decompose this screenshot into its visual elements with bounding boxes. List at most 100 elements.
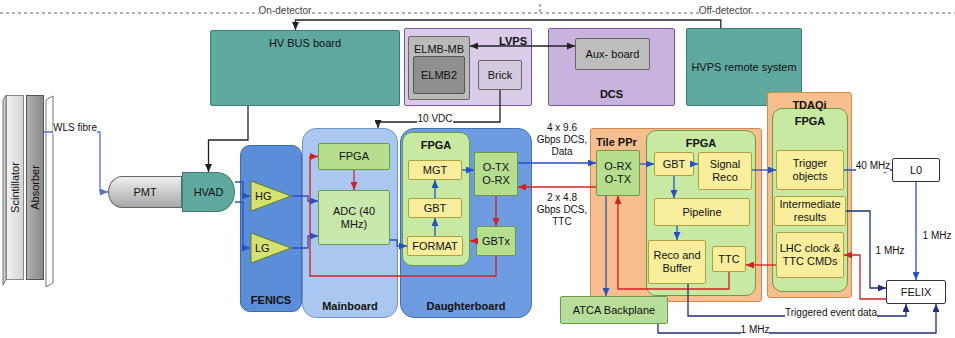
module-box: Aux- board xyxy=(575,38,650,70)
board-panel: Daughterboard FPGA MGT GBT FORMAT O-TX O-RX GB… xyxy=(400,128,532,318)
amplifier-triangle: HG xyxy=(250,180,292,212)
board-box: HV BUS board xyxy=(210,30,400,106)
process-box: Reco and Buffer xyxy=(648,240,706,284)
connector xyxy=(658,304,936,333)
node-label: Aux- board xyxy=(584,48,642,61)
region-separator xyxy=(540,4,541,13)
node-label: FORMAT xyxy=(410,240,460,253)
node-label: LG xyxy=(255,242,270,255)
node-label: GBT xyxy=(422,202,449,215)
fpga-panel: FPGA Trigger objectsIntermediate resultsL… xyxy=(772,108,848,292)
node-label: ADC (40 MHz) xyxy=(319,205,389,231)
node-label: Scintillator xyxy=(9,162,22,213)
node-label: Pipeline xyxy=(680,206,723,219)
node-label: HG xyxy=(255,190,272,203)
label-holder: Tile PPr xyxy=(596,132,637,150)
fpga-box: FPGA xyxy=(318,143,390,170)
label-holder: LVPS xyxy=(499,31,527,49)
process-box: GBT xyxy=(408,198,462,218)
node-label: Brick xyxy=(486,69,514,82)
label-holder: ELMB-MB xyxy=(409,39,469,57)
node-label: O-TX O-RX xyxy=(475,161,517,187)
absorber-slab: Absorber xyxy=(26,95,44,280)
edge-label: 40 MHz xyxy=(856,160,890,172)
edge-label-holder: WLS fibre xyxy=(52,117,98,135)
process-box: L0 xyxy=(892,158,940,182)
edge-label-holder: 10 VDC xyxy=(412,108,458,126)
backplane-box: ATCA Backplane xyxy=(560,296,668,324)
scintillator-slab: Scintillator xyxy=(6,95,24,280)
node-label: LHC clock & TTC CMDs xyxy=(777,242,843,268)
label-holder: FPGA xyxy=(773,111,847,129)
edge-label: Triggered event data xyxy=(785,307,877,319)
process-box: Intermediate results xyxy=(774,196,846,226)
edge-label-holder: 4 x 9.6 Gbps DCS, Data xyxy=(534,122,590,159)
connector xyxy=(915,182,916,280)
node-label: FPGA xyxy=(337,150,371,163)
region-label-holder: On-detector xyxy=(240,0,330,18)
region-label-holder: Off-detector xyxy=(680,0,770,18)
board-panel: FENICS HG LG xyxy=(240,145,302,312)
label-holder: FPGA xyxy=(647,133,755,151)
node-label: ATCA Backplane xyxy=(571,304,657,317)
node-label: FPGA xyxy=(795,115,826,127)
fpga-panel: FPGA GBT Signal RecoPipelineReco and Buffe… xyxy=(646,130,756,296)
fpga-panel: FPGA MGT GBT FORMAT xyxy=(402,132,470,266)
edge-label-holder: 40 MHz xyxy=(855,155,891,173)
node-label: TDAQi xyxy=(792,99,826,111)
process-box: GBTx xyxy=(476,226,516,256)
node-label: DCS xyxy=(600,88,623,100)
node-label: GBT xyxy=(661,158,688,171)
node-label: Daughterboard xyxy=(427,300,506,312)
amplifier-triangle: LG xyxy=(250,232,292,264)
node-label: Signal Reco xyxy=(699,158,751,184)
edge-label-holder: Triggered event data xyxy=(776,302,886,320)
amplifier-shape xyxy=(251,181,291,211)
edge-label: 2 x 4.8 Gbps DCS, TTC xyxy=(534,192,590,228)
process-box: FELIX xyxy=(886,280,946,304)
process-box: FORMAT xyxy=(407,236,463,256)
node-label: ELMB-MB xyxy=(414,43,464,55)
label-holder: HV BUS board xyxy=(211,33,399,51)
pmt-tube: PMT xyxy=(108,176,182,208)
optical-box: O-TX O-RX xyxy=(474,152,518,196)
optical-box: O-RX O-TX xyxy=(596,150,640,196)
edge-label-holder: 1 MHz xyxy=(920,225,954,243)
process-box: TTC xyxy=(712,246,746,272)
connector xyxy=(44,132,108,192)
node-label: HVPS remote system xyxy=(689,61,798,74)
region-label: Off-detector xyxy=(699,5,752,17)
node-label: Trigger objects xyxy=(777,157,843,183)
node-label: O-RX O-TX xyxy=(597,160,639,186)
node-label: FPGA xyxy=(686,137,717,149)
board-panel: MainboardFPGAADC (40 MHz) xyxy=(302,128,398,318)
edge-label: 1 MHz xyxy=(876,245,905,257)
hvad-divider: HVAD xyxy=(182,172,235,212)
process-box: LHC clock & TTC CMDs xyxy=(776,232,844,278)
node-label: Intermediate results xyxy=(775,198,845,224)
board-panel: TDAQiFPGA Trigger objectsIntermediate res… xyxy=(767,92,852,298)
scintillator-slab xyxy=(46,96,53,287)
edge-label-holder: 2 x 4.8 Gbps DCS, TTC xyxy=(534,192,590,229)
node-label: FELIX xyxy=(899,286,934,299)
label-holder: Daughterboard xyxy=(401,296,531,314)
node-label: PMT xyxy=(131,186,158,199)
label-holder: FENICS xyxy=(241,290,301,308)
edge-label-holder: 1 MHz xyxy=(873,240,907,258)
node-label: ELMB2 xyxy=(419,69,459,82)
process-box: GBT xyxy=(654,152,694,176)
node-label: Absorber xyxy=(29,165,42,210)
node-label: MGT xyxy=(421,164,449,177)
node-label: L0 xyxy=(908,164,924,177)
node-label: Reco and Buffer xyxy=(649,249,705,275)
edge-label: 1 MHz xyxy=(741,324,770,336)
node-label: FPGA xyxy=(421,139,452,151)
edge-label: 4 x 9.6 Gbps DCS, Data xyxy=(534,122,590,158)
region-label: On-detector xyxy=(259,5,312,17)
region-divider xyxy=(0,13,955,14)
control-panel: DCS Aux- board xyxy=(548,28,675,106)
board-panel: Tile PPrO-RX O-TX FPGA GBT Signal RecoPipel… xyxy=(590,128,762,302)
node-label: HV BUS board xyxy=(269,37,341,49)
module-box: ELMB2 xyxy=(413,56,465,94)
